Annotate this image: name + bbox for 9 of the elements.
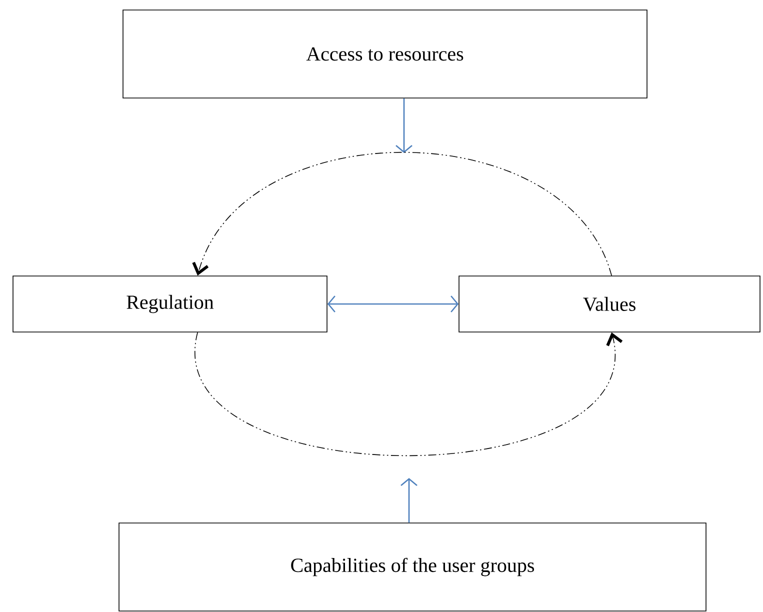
arrow <box>396 98 412 153</box>
text-box: Access to resources <box>122 10 648 98</box>
arrow <box>192 152 612 276</box>
arrow <box>327 296 459 312</box>
arrow <box>400 478 418 523</box>
arrow <box>196 332 623 456</box>
text-box: Regulation <box>12 276 328 332</box>
text-box: Capabilities of the user groups <box>118 522 706 612</box>
text-box: Values <box>458 276 760 332</box>
